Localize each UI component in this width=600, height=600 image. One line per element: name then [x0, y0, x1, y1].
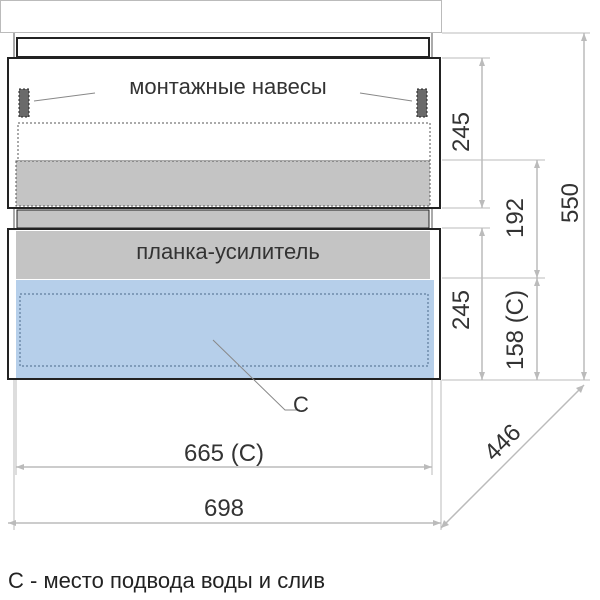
- depth-dimension-line: [440, 384, 585, 529]
- total-height-arrow-bottom: [581, 372, 587, 380]
- left-hinge-icon: [18, 88, 30, 118]
- inner-width-arrow-right: [424, 464, 432, 470]
- middle-height-label: 192: [502, 198, 529, 238]
- left-hinge-leader: [33, 92, 96, 102]
- c-zone: [16, 280, 434, 378]
- c-height-arrow-bottom: [534, 372, 540, 380]
- c-height-label: 158 (С): [502, 290, 529, 370]
- total-height-label: 550: [557, 183, 584, 223]
- c-leader: [212, 339, 300, 411]
- inner-width-arrow-left: [16, 464, 24, 470]
- reinforcement-bar-label: планка-усилитель: [136, 239, 320, 264]
- inner-width-label: 665 (С): [184, 440, 264, 467]
- top-drawer-height-label: 245: [448, 112, 475, 152]
- top-rail: [16, 37, 430, 58]
- top-drawer-reinforcement: [15, 160, 431, 207]
- middle-height-arrow-top: [534, 160, 540, 168]
- right-hinge-icon: [416, 88, 428, 118]
- middle-gap-bar: [16, 209, 430, 229]
- total-width-arrow-right: [433, 520, 441, 526]
- top-drawer-arrow-top: [479, 58, 485, 66]
- c-zone-outline: [19, 293, 429, 367]
- total-height-arrow-top: [581, 33, 587, 41]
- total-width-label: 698: [204, 495, 244, 522]
- c-height-arrow-top: [534, 278, 540, 286]
- middle-height-arrow-bottom: [534, 270, 540, 278]
- c-marker-label: С: [293, 392, 309, 417]
- hinges-label: монтажные навесы: [129, 74, 326, 99]
- top-drawer-arrow-bottom: [479, 200, 485, 208]
- bottom-drawer-arrow-bottom: [479, 372, 485, 380]
- right-hinge-leader: [359, 92, 413, 102]
- total-width-arrow-left: [8, 520, 16, 526]
- bottom-drawer-height-label: 245: [448, 290, 475, 330]
- legend-text: С - место подвода воды и слив: [8, 568, 326, 593]
- bottom-drawer-arrow-top: [479, 228, 485, 236]
- depth-label: 446: [479, 419, 526, 466]
- depth-arrow-bottom: [441, 520, 449, 528]
- countertop: [0, 0, 442, 33]
- reinforcement-bar: [16, 231, 430, 279]
- depth-arrow-top: [576, 385, 584, 393]
